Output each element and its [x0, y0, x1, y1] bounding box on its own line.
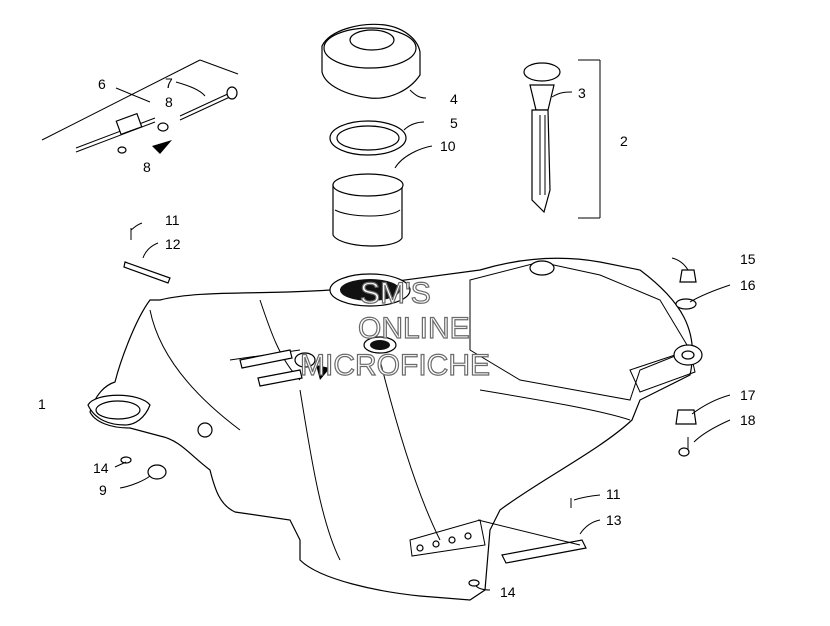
callout-13: 13 [606, 512, 622, 528]
callout-11-lower: 11 [606, 486, 621, 502]
strap-assembly [41, 59, 239, 154]
callout-4: 4 [450, 91, 458, 107]
callout-18: 18 [740, 412, 756, 428]
leader-lines [114, 81, 731, 591]
fuel-gauge [523, 59, 601, 219]
callout-6: 6 [98, 76, 106, 92]
callout-2: 2 [620, 133, 628, 149]
callout-14-left: 14 [93, 460, 109, 476]
watermark-line-3: MICROFICHE [300, 349, 490, 382]
watermark-line-1: SM'S [360, 277, 431, 310]
filler-sleeve [332, 173, 404, 247]
callout-5: 5 [450, 115, 458, 131]
callout-12: 12 [165, 236, 181, 252]
callout-8-upper: 8 [165, 94, 173, 110]
hardware [120, 228, 697, 587]
callout-11-upper: 11 [165, 212, 180, 228]
watermark-line-2: ONLINE [358, 312, 470, 345]
callout-17: 17 [740, 387, 756, 403]
watermark: SM'S ONLINE MICROFICHE [299, 276, 490, 382]
callouts: 1 2 3 4 5 6 7 8 8 9 10 11 11 12 13 14 14… [38, 75, 756, 600]
callout-7: 7 [165, 75, 173, 91]
callout-8-lower: 8 [143, 159, 151, 175]
callout-16: 16 [740, 277, 756, 293]
callout-3: 3 [578, 85, 586, 101]
callout-1: 1 [38, 396, 46, 412]
callout-14-bottom: 14 [500, 584, 516, 600]
callout-10: 10 [440, 138, 456, 154]
callout-15: 15 [740, 251, 756, 267]
callout-9: 9 [99, 482, 107, 498]
cap-gasket [329, 120, 407, 156]
fuel-tank [87, 257, 703, 601]
fuel-cap [321, 23, 421, 99]
